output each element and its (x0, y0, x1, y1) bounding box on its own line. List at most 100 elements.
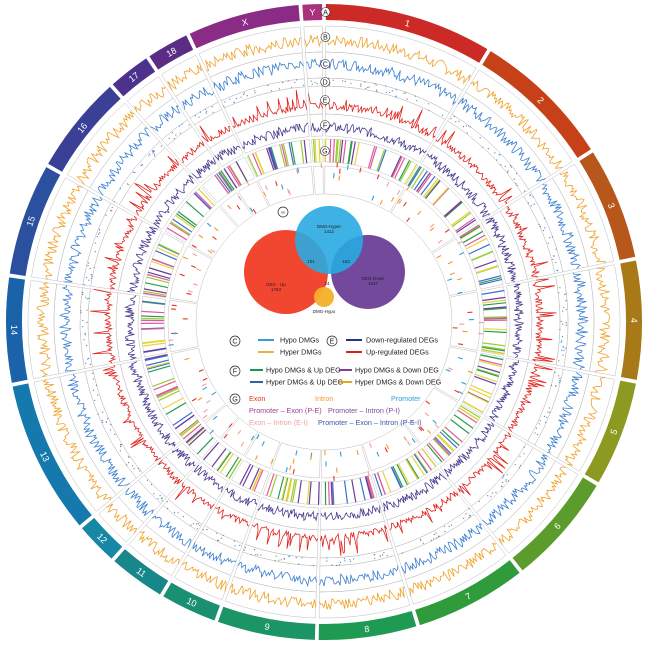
dot-mark (168, 137, 170, 139)
annotation-tick-mark (411, 438, 416, 443)
gene-stripe-mark (476, 265, 499, 274)
dot-mark (288, 556, 290, 558)
dot-mark (141, 164, 143, 166)
annotation-tick-mark (445, 368, 451, 372)
annotation-tick-mark (252, 208, 257, 214)
ring-badge-a (320, 7, 331, 17)
chromosome-label-X: X (241, 17, 249, 28)
gene-stripe-mark (444, 200, 463, 218)
gene-stripe-mark (338, 139, 342, 163)
dot-mark (287, 80, 289, 82)
dot-mark (146, 479, 148, 481)
dot-mark (93, 266, 95, 268)
dot-mark (298, 563, 300, 565)
annotation-tick-mark (184, 357, 190, 361)
gene-stripe-mark (228, 458, 242, 479)
dot-mark (278, 88, 280, 90)
up-deg-track-series-chrX (232, 89, 308, 128)
dot-mark (444, 531, 446, 533)
gene-stripe-mark (285, 478, 292, 502)
dot-mark (295, 79, 298, 81)
gene-stripe-mark (483, 317, 508, 320)
gene-stripe-mark (476, 369, 499, 378)
hypo-track-1-series-chr13 (67, 373, 131, 487)
down-deg-track-series-chr4 (512, 283, 525, 358)
dot-mark (468, 508, 470, 510)
dot-mark (450, 524, 453, 526)
ring-badge-text-a: A (323, 9, 328, 16)
dot-mark (386, 555, 388, 557)
gene-stripe-mark (452, 212, 472, 228)
dot-mark (554, 371, 556, 373)
hyper-track-1-series-chr9 (229, 583, 317, 609)
dot-mark (92, 372, 94, 374)
dot-mark (267, 85, 269, 87)
track-panel (87, 288, 121, 368)
dot-mark (466, 132, 468, 134)
gene-stripe-mark (475, 373, 498, 383)
annotation-tick-mark (197, 397, 203, 401)
gene-stripe-mark (156, 385, 178, 397)
chromosome-Y (302, 4, 323, 21)
dot-mark (344, 80, 346, 83)
dot-mark (499, 154, 501, 156)
gene-stripe-mark (166, 227, 188, 241)
dot-mark (88, 262, 90, 264)
dot-mark (468, 516, 470, 519)
dot-mark (101, 421, 104, 423)
hypo-track-1-series-chr12 (125, 487, 154, 517)
annotation-tick-mark (250, 435, 255, 441)
dot-mark (212, 111, 214, 113)
track-panel (184, 425, 218, 459)
dot-mark (385, 91, 387, 93)
annotation-tick-mark (371, 195, 375, 201)
chromosome-15 (9, 167, 61, 276)
dot-mark (559, 377, 561, 379)
gene-stripe-mark (330, 481, 333, 505)
dot-mark (433, 533, 435, 536)
gene-stripe-mark (417, 173, 432, 193)
gene-stripe-mark (312, 139, 316, 163)
gene-stripe-mark (392, 466, 404, 488)
gene-stripe-mark (423, 178, 439, 198)
dot-mark (313, 565, 315, 567)
dot-mark (516, 184, 518, 186)
annotation-tick-mark (436, 255, 442, 259)
dot-mark (561, 335, 564, 338)
gene-stripe-mark (394, 157, 406, 179)
chromosome-10 (163, 582, 220, 621)
down-deg-track-series-chr12 (172, 448, 196, 467)
dot-mark (90, 277, 93, 279)
track-panel (271, 442, 321, 479)
hyper-track-1-series-chrX (205, 37, 302, 72)
legend-label-exon: Exon (249, 394, 265, 403)
annotation-tick-mark (198, 369, 204, 373)
dot-mark (391, 90, 393, 92)
dot-mark (555, 385, 557, 387)
dot-mark (374, 557, 376, 560)
legend-label-intron: Intron (315, 394, 333, 403)
gene-stripe-mark (291, 479, 298, 503)
annotation-tick-mark (369, 442, 372, 448)
dot-mark (555, 261, 557, 264)
dot-mark (178, 125, 181, 127)
dot-mark (482, 146, 484, 148)
dot-mark (92, 389, 95, 391)
chromosome-label-6: 6 (552, 521, 563, 531)
gene-stripe-mark (177, 211, 197, 226)
dot-mark (550, 384, 553, 386)
dot-mark (270, 90, 272, 92)
gene-stripe-mark (281, 477, 289, 501)
gene-stripe-mark (157, 387, 179, 399)
down-deg-track-series-chrY (310, 123, 324, 133)
dot-mark (559, 380, 561, 382)
gene-stripe-mark (365, 476, 373, 499)
dot-mark (332, 79, 334, 81)
annotation-tick-mark (390, 196, 395, 202)
dot-mark (420, 538, 422, 541)
gene-stripe-mark (219, 453, 234, 474)
dot-mark (243, 93, 245, 96)
gene-stripe-mark (162, 397, 184, 410)
gene-stripe-mark (332, 139, 335, 163)
